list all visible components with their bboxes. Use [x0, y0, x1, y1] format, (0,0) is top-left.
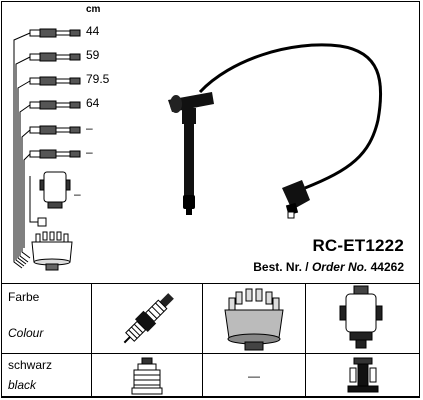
- spark-plug-icon: [123, 293, 174, 344]
- label-schwarz: schwarz: [8, 358, 53, 372]
- order-number: 44262: [370, 260, 404, 274]
- order-separator: /: [301, 260, 312, 274]
- ignition-lead-diagram: [13, 28, 383, 271]
- distributor-color-cell: —: [202, 353, 306, 398]
- length-value-7: –: [74, 187, 81, 201]
- ignition-coil-cell: [305, 283, 420, 354]
- length-value-3: 79.5: [86, 72, 110, 86]
- order-number-line: Best. Nr. / Order No. 44262: [253, 260, 404, 274]
- parts-table: Farbe Colour: [1, 283, 420, 398]
- wire-bundle: [13, 32, 31, 269]
- length-value-2: 59: [86, 48, 100, 62]
- header-cell: schwarz black: [1, 353, 92, 398]
- coil-connector-icon: [347, 357, 379, 393]
- length-value-4: 64: [86, 96, 100, 110]
- small-distributor-cap-icon: [31, 231, 73, 271]
- distributor-cap-cell: [202, 283, 306, 354]
- order-label-en: Order No.: [311, 260, 368, 274]
- product-model: RC-ET1222: [312, 236, 404, 255]
- label-farbe: Farbe: [8, 290, 40, 304]
- header-cell: Farbe Colour: [1, 283, 92, 354]
- label-black: black: [8, 378, 37, 392]
- wire-ends: [29, 28, 81, 159]
- plug-connector-icon: [131, 357, 163, 395]
- spark-plug-cell: [91, 283, 203, 354]
- length-value-6: –: [86, 145, 93, 159]
- length-unit: cm: [86, 4, 101, 15]
- distributor-cap-icon: [224, 288, 284, 351]
- spark-plug-connector-cell: [91, 353, 203, 398]
- ignition-coil-icon: [339, 285, 383, 349]
- table-row: schwarz black —: [1, 353, 420, 398]
- length-value-5: –: [86, 121, 93, 135]
- no-color-dash: —: [248, 368, 260, 383]
- length-value-1: 44: [86, 24, 100, 38]
- small-coil-icon: [29, 171, 71, 227]
- order-label-de: Best. Nr.: [253, 260, 302, 274]
- label-colour: Colour: [8, 326, 44, 340]
- table-row: Farbe Colour: [1, 283, 420, 354]
- coil-connector-cell: [305, 353, 420, 398]
- ignition-lead: [168, 43, 383, 219]
